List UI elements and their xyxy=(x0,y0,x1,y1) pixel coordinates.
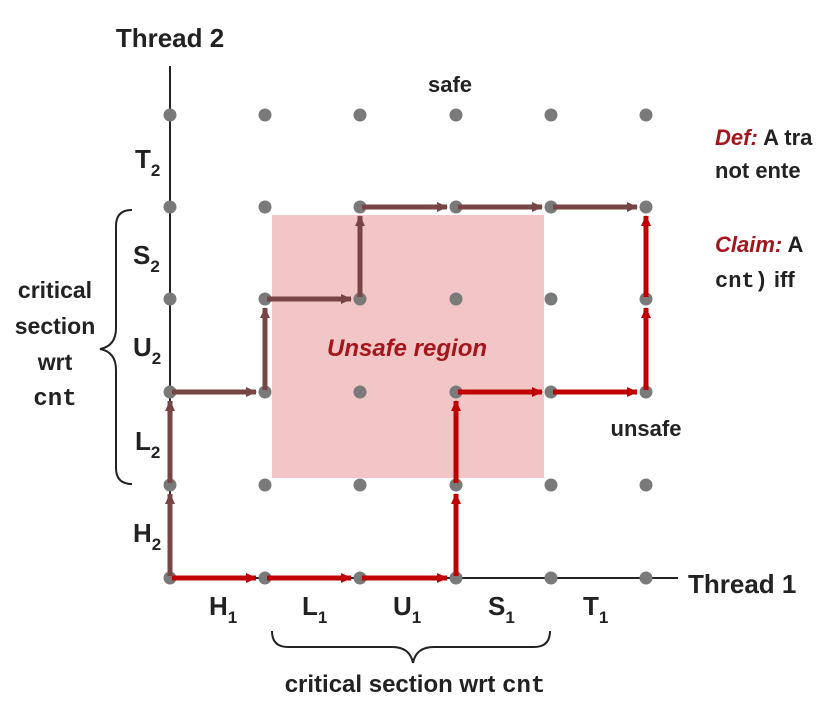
unsafe-trajectory xyxy=(172,215,651,583)
grid-point xyxy=(163,108,177,122)
grid-point xyxy=(449,200,463,214)
grid-point xyxy=(353,108,367,122)
grid-point xyxy=(353,571,367,585)
grid-point xyxy=(163,385,177,399)
grid-point xyxy=(639,108,653,122)
x-critical-section-label: critical section wrt cnt xyxy=(285,671,546,700)
grid-point xyxy=(353,385,367,399)
y-critical-line-2: section xyxy=(15,313,96,339)
y-segment-label: S2 xyxy=(133,240,160,276)
safe-trajectory xyxy=(165,202,638,576)
unsafe-region-label: Unsafe region xyxy=(327,335,487,362)
x-axis-title: Thread 1 xyxy=(688,569,796,599)
y-segment-labels: H2 L2 U2 S2 T2 xyxy=(133,144,161,554)
grid-point xyxy=(163,478,177,492)
grid-point xyxy=(353,200,367,214)
grid-point xyxy=(449,571,463,585)
grid-point xyxy=(639,478,653,492)
grid-point xyxy=(544,108,558,122)
unsafe-label: unsafe xyxy=(611,416,682,441)
grid-point xyxy=(353,478,367,492)
x-segment-label: U1 xyxy=(393,591,421,627)
grid-point xyxy=(449,478,463,492)
x-segment-label: S1 xyxy=(488,591,515,627)
x-segment-label: H1 xyxy=(209,591,237,627)
def-line-1: Def: A tra xyxy=(715,125,813,150)
grid-point xyxy=(353,292,367,306)
y-critical-brace xyxy=(99,209,133,485)
def-line-2: not ente xyxy=(715,158,801,183)
y-segment-label: T2 xyxy=(135,144,160,180)
y-axis-title: Thread 2 xyxy=(116,23,224,53)
claim-text: Claim: A cnt) iff xyxy=(715,232,804,294)
grid-point xyxy=(639,200,653,214)
grid-point xyxy=(258,292,272,306)
x-segment-label: T1 xyxy=(583,591,608,627)
grid-point xyxy=(544,571,558,585)
grid-point xyxy=(544,385,558,399)
grid-point xyxy=(449,385,463,399)
grid-point xyxy=(544,292,558,306)
grid-point xyxy=(258,571,272,585)
grid-point xyxy=(544,200,558,214)
y-critical-line-1: critical xyxy=(18,277,92,303)
grid-point xyxy=(639,385,653,399)
grid-point xyxy=(258,200,272,214)
unsafe-region xyxy=(272,215,544,478)
y-segment-label: U2 xyxy=(133,332,161,368)
claim-line-1: Claim: A xyxy=(715,232,804,257)
grid-point xyxy=(163,200,177,214)
grid-point xyxy=(544,478,558,492)
grid-point xyxy=(163,571,177,585)
grid-point xyxy=(639,571,653,585)
grid-point xyxy=(449,108,463,122)
grid-point xyxy=(258,478,272,492)
x-segment-label: L1 xyxy=(302,591,327,627)
y-critical-code: cnt xyxy=(33,386,76,413)
y-segment-label: H2 xyxy=(133,518,161,554)
grid-point xyxy=(258,385,272,399)
claim-line-2: cnt) iff xyxy=(715,267,795,294)
x-critical-brace xyxy=(271,630,551,664)
safe-label: safe xyxy=(428,72,472,97)
grid-point xyxy=(449,292,463,306)
definition-text: Def: A tra not ente xyxy=(715,125,813,183)
y-segment-label: L2 xyxy=(135,426,160,462)
grid-point xyxy=(163,292,177,306)
y-critical-line-3: wrt xyxy=(37,349,73,375)
grid-points xyxy=(163,108,653,585)
grid-point xyxy=(258,108,272,122)
x-segment-labels: H1 L1 U1 S1 T1 xyxy=(209,591,608,627)
grid-point xyxy=(639,292,653,306)
